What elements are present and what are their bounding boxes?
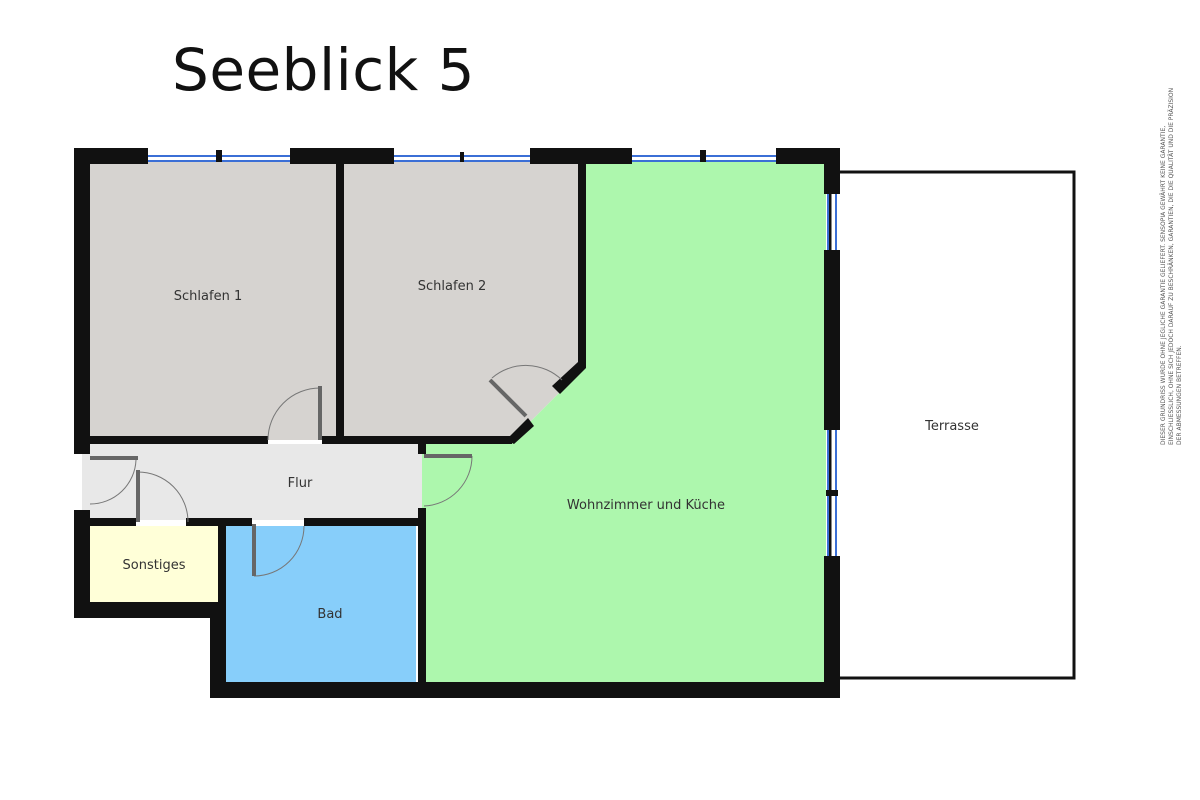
room-bad [226, 526, 416, 684]
room-flur [82, 444, 422, 520]
room-schlafen-2 [344, 162, 584, 440]
door-leaves [90, 378, 528, 576]
doors [89, 364, 563, 577]
terrace-area [828, 170, 1076, 680]
page-title: Seeblick 5 [172, 36, 476, 104]
label-flur: Flur [288, 476, 313, 491]
label-schlafen-1: Schlafen 1 [174, 289, 242, 304]
room-wohnzimmer-kueche [422, 162, 826, 684]
label-bad: Bad [317, 607, 342, 622]
label-sonstiges: Sonstiges [123, 558, 186, 573]
disclaimer-text: Dieser Grundriss wurde ohne jegliche Gar… [1160, 87, 1183, 445]
label-wohnzimmer-kueche: Wohnzimmer und Küche [567, 498, 725, 513]
label-schlafen-2: Schlafen 2 [418, 279, 486, 294]
room-sonstiges [90, 526, 220, 602]
label-terrasse: Terrasse [924, 419, 979, 434]
room-schlafen-1 [90, 162, 340, 440]
walls [74, 148, 840, 698]
